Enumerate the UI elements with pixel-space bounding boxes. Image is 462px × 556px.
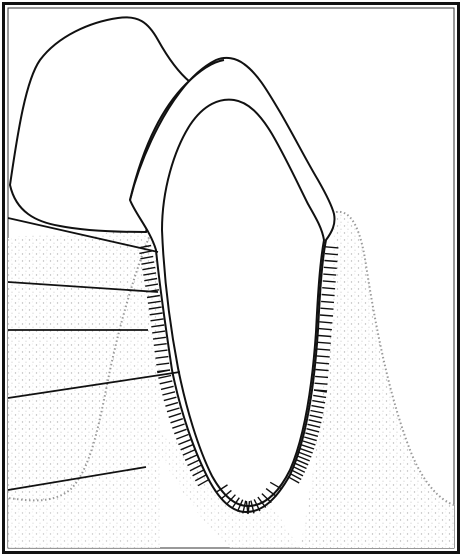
pdl-fiber [315, 383, 328, 384]
pdl-fiber [318, 342, 331, 343]
pdl-fiber [320, 315, 333, 316]
pdl-fiber [324, 261, 337, 262]
pdl-fiber [318, 336, 331, 337]
pdl-fiber [321, 308, 334, 309]
pdl-fiber [315, 376, 328, 377]
pdl-fiber [323, 274, 336, 275]
pdl-fiber [321, 301, 334, 302]
pdl-fiber [317, 349, 330, 350]
pdl-fiber [323, 281, 336, 282]
pdl-fiber [317, 356, 330, 357]
pdl-fiber [324, 267, 337, 268]
